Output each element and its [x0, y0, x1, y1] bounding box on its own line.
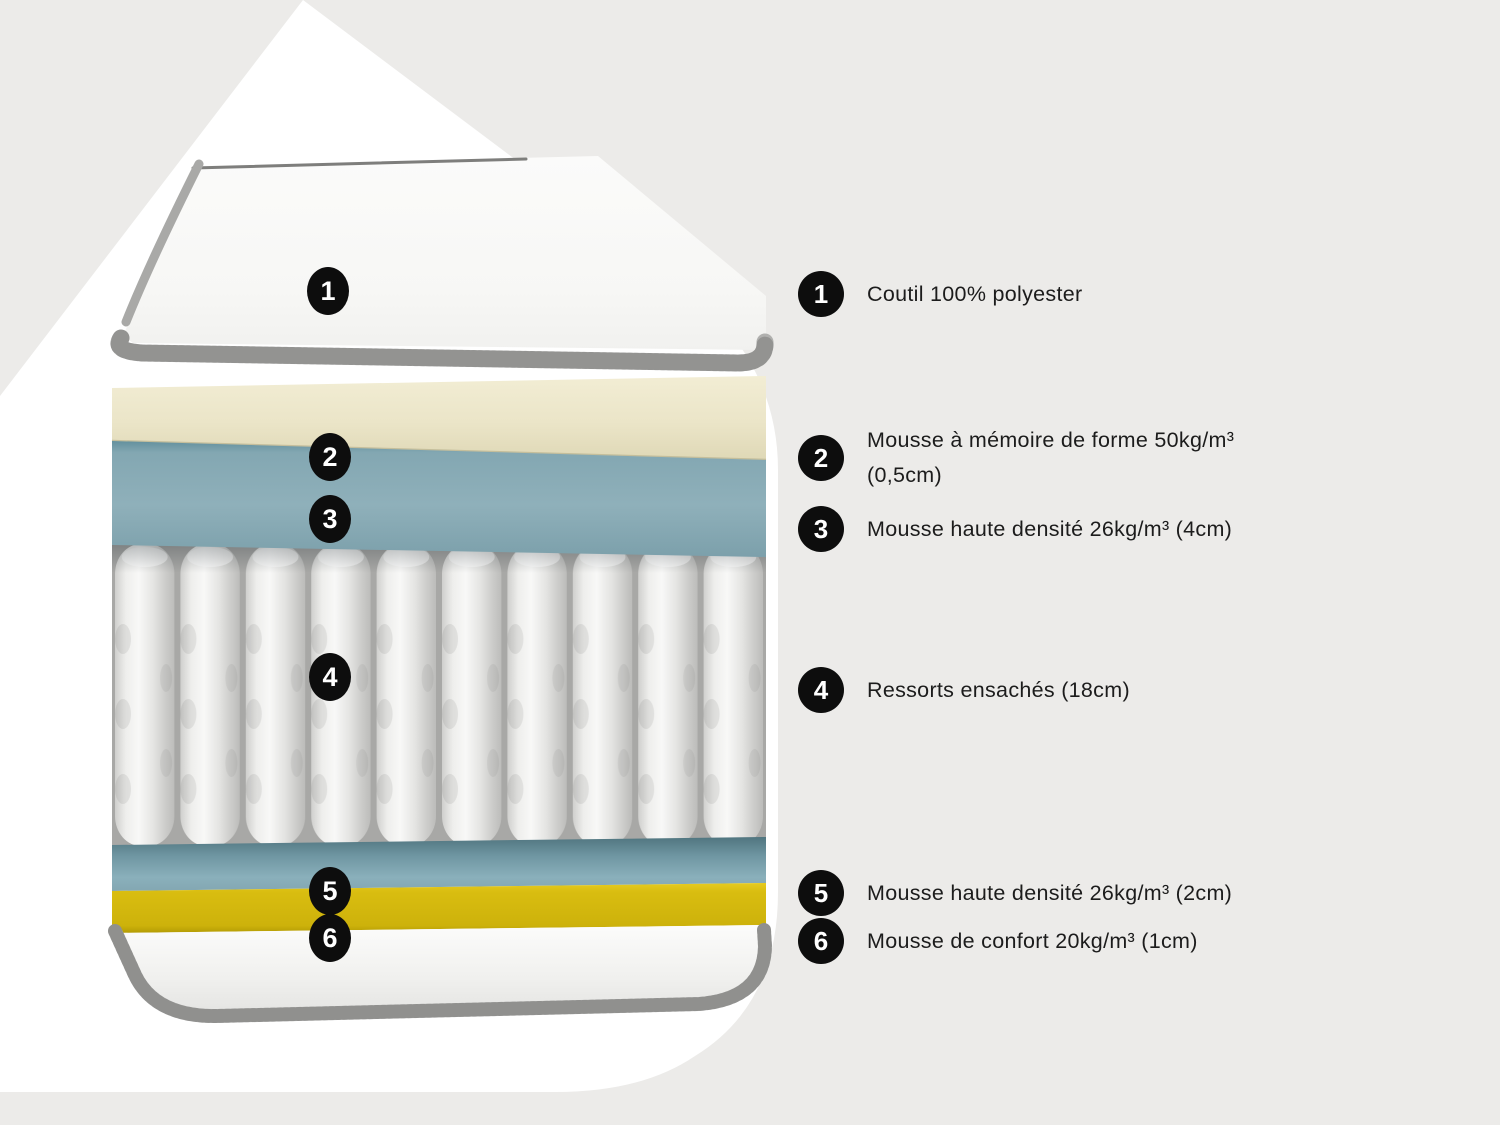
- legend-label-2: Mousse à mémoire de forme 50kg/m³(0,5cm): [867, 428, 1235, 487]
- layer-pocket-springs: [112, 543, 766, 847]
- layer-bottom-cover: [108, 923, 773, 1024]
- layer-hd-foam-bottom: [112, 837, 766, 891]
- legend-row-6: 6 Mousse de confort 20kg/m³ (1cm): [798, 918, 1198, 964]
- legend-label-3: Mousse haute densité 26kg/m³ (4cm): [867, 516, 1233, 541]
- legend-row-1: 1 Coutil 100% polyester: [798, 271, 1082, 317]
- layer-hd-foam-top: [112, 441, 766, 557]
- diagram-badge-4: 4: [309, 653, 351, 701]
- legend-row-2: 2 Mousse à mémoire de forme 50kg/m³(0,5c…: [798, 423, 1234, 493]
- legend-badge-3: 3: [798, 506, 844, 552]
- layer-comfort-foam: [112, 883, 766, 933]
- diagram-badge-6: 6: [309, 914, 351, 962]
- legend-label-6: Mousse de confort 20kg/m³ (1cm): [867, 928, 1198, 953]
- legend-badge-6: 6: [798, 918, 844, 964]
- legend-row-5: 5 Mousse haute densité 26kg/m³ (2cm): [798, 870, 1232, 916]
- legend-badge-5: 5: [798, 870, 844, 916]
- diagram-badge-1: 1: [307, 267, 349, 315]
- legend-row-4: 4 Ressorts ensachés (18cm): [798, 667, 1130, 713]
- legend-label-5: Mousse haute densité 26kg/m³ (2cm): [867, 880, 1233, 905]
- diagram-badge-5: 5: [309, 867, 351, 915]
- diagram-badge-3: 3: [309, 495, 351, 543]
- layer-top-cover: [110, 156, 774, 372]
- legend-label-4: Ressorts ensachés (18cm): [867, 677, 1130, 702]
- legend-row-3: 3 Mousse haute densité 26kg/m³ (4cm): [798, 506, 1232, 552]
- diagram-badge-2: 2: [309, 433, 351, 481]
- legend-badge-4: 4: [798, 667, 844, 713]
- legend-badge-1: 1: [798, 271, 844, 317]
- legend-label-1: Coutil 100% polyester: [867, 281, 1083, 306]
- legend-badge-2: 2: [798, 435, 844, 481]
